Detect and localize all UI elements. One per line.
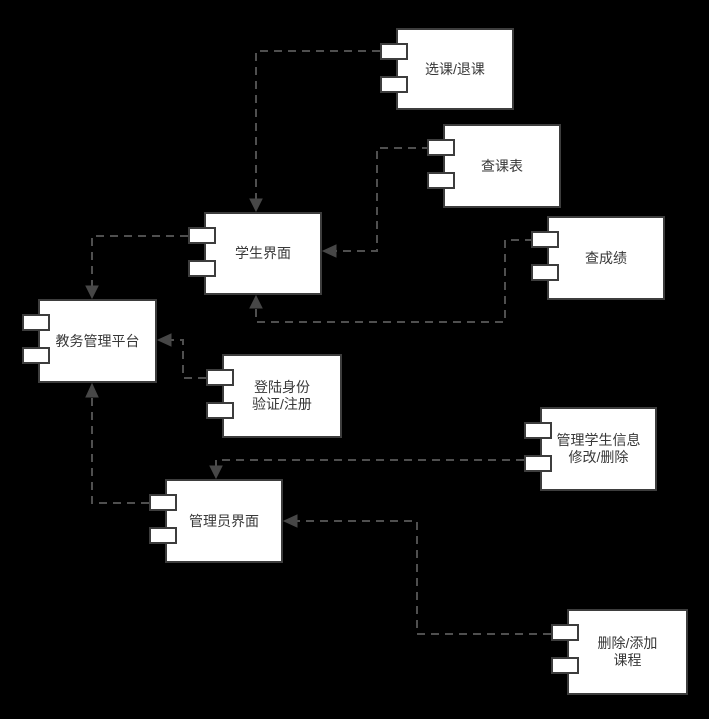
- component-port: [22, 314, 50, 331]
- component-port: [551, 624, 579, 641]
- component-label: 选课/退课: [425, 60, 485, 77]
- component-label: 登陆身份 验证/注册: [252, 379, 312, 412]
- component-label: 查成绩: [585, 249, 627, 266]
- component-port: [531, 231, 559, 248]
- component-label: 学生界面: [235, 245, 291, 261]
- component-port: [188, 227, 216, 244]
- component-port: [149, 527, 177, 544]
- component-port: [427, 172, 455, 189]
- component-label: 删除/添加 课程: [597, 635, 658, 668]
- component-delete-add-course[interactable]: 删除/添加 课程: [551, 609, 688, 695]
- component-port: [531, 264, 559, 281]
- connector-delete-add-course-to-admin-interface[interactable]: [282, 514, 551, 635]
- component-port: [22, 347, 50, 364]
- component-port: [380, 76, 408, 93]
- component-student-interface[interactable]: 学生界面: [188, 212, 322, 295]
- component-port: [427, 139, 455, 156]
- component-port: [380, 43, 408, 60]
- component-view-grades[interactable]: 查成绩: [531, 216, 665, 300]
- component-admin-interface[interactable]: 管理员界面: [149, 479, 283, 563]
- connector-manage-student-info-to-admin-interface[interactable]: [209, 459, 524, 480]
- component-label: 查课表: [481, 157, 523, 174]
- component-manage-student-info[interactable]: 管理学生信息 修改/删除: [524, 407, 657, 491]
- connector-admin-interface-to-academic-affairs-platform[interactable]: [85, 382, 149, 504]
- connector-student-interface-to-academic-affairs-platform[interactable]: [85, 235, 188, 300]
- connector-view-timetable-to-student-interface[interactable]: [321, 147, 430, 258]
- component-port: [551, 657, 579, 674]
- component-view-timetable[interactable]: 查课表: [427, 124, 561, 208]
- component-label: 管理学生信息 修改/删除: [556, 432, 641, 465]
- component-label: 教务管理平台: [55, 332, 140, 349]
- component-label: 管理员界面: [189, 512, 259, 529]
- component-port: [524, 422, 552, 439]
- component-login-verification[interactable]: 登陆身份 验证/注册: [206, 354, 342, 438]
- component-port: [206, 369, 234, 386]
- connector-login-verification-to-academic-affairs-platform[interactable]: [156, 333, 206, 379]
- component-port: [524, 455, 552, 472]
- connector-select-drop-course-to-student-interface[interactable]: [249, 50, 380, 213]
- component-select-drop-course[interactable]: 选课/退课: [380, 28, 514, 110]
- connector-view-grades-to-student-interface[interactable]: [249, 239, 533, 323]
- component-academic-affairs-platform[interactable]: 教务管理平台: [22, 299, 157, 383]
- component-port: [149, 494, 177, 511]
- component-port: [188, 260, 216, 277]
- component-port: [206, 402, 234, 419]
